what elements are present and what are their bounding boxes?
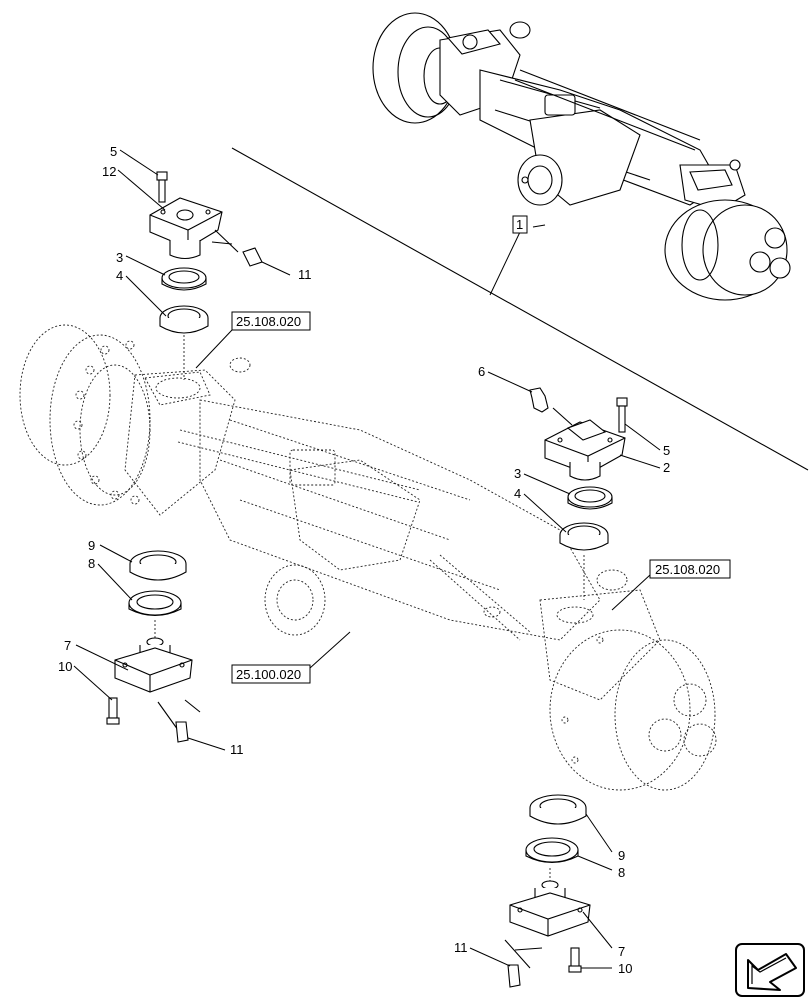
king-pin-cap-12: 12 — [102, 164, 223, 260]
callout-6: 6 — [478, 364, 485, 379]
king-pin-cap-2: 2 — [544, 419, 670, 481]
bolt-10-right: 10 — [568, 947, 632, 976]
break-mark — [552, 407, 573, 426]
callout-8-bottom-left: 8 — [88, 556, 95, 571]
callout-4-right: 4 — [514, 486, 521, 501]
axle-overview-illustration — [372, 12, 791, 301]
axle-main-ghost — [19, 324, 717, 791]
callout-10-right: 10 — [618, 961, 632, 976]
reference-box-bottom[interactable]: 25.100.020 — [231, 631, 351, 684]
seal-8-bottom-left: 8 — [88, 556, 182, 617]
callout-1: 1 — [516, 217, 523, 232]
reference-box-right[interactable]: 25.108.020 — [611, 559, 731, 611]
bearing-9-bottom-right: 9 — [529, 794, 625, 863]
break-mark — [157, 701, 179, 731]
arrow-navigation-icon[interactable] — [735, 943, 805, 997]
reference-box-top-left[interactable]: 25.108.020 — [195, 311, 311, 369]
elbow-fitting-6: 6 — [478, 364, 549, 413]
callout-3-right: 3 — [514, 466, 521, 481]
callout-11-bottom-right: 11 — [454, 940, 468, 955]
seal-3-right: 3 — [514, 466, 613, 510]
callout-5-top-left: 5 — [110, 144, 117, 159]
callout-1-box: 1 — [489, 215, 546, 296]
bolt-5-right: 5 — [616, 397, 670, 458]
callout-2: 2 — [663, 460, 670, 475]
lower-pivot-7-right: 7 — [509, 880, 625, 959]
break-mark — [214, 229, 239, 253]
hub-studs — [73, 340, 140, 505]
callout-9-bottom-left: 9 — [88, 538, 95, 553]
break-mark — [211, 241, 233, 245]
break-mark — [514, 947, 543, 951]
callout-8-bottom-right: 8 — [618, 865, 625, 880]
reference-label-right: 25.108.020 — [655, 562, 720, 577]
reference-label-top-left: 25.108.020 — [236, 314, 301, 329]
bearing-4-right: 4 — [514, 486, 609, 551]
break-mark — [184, 699, 201, 713]
grease-fitting-11-bottom-left: 11 — [175, 721, 244, 757]
lower-pivot-7-left: 7 — [64, 637, 193, 693]
break-mark — [504, 939, 531, 969]
grease-fitting-11-bottom-right: 11 — [454, 940, 521, 988]
callout-5-right: 5 — [663, 443, 670, 458]
seal-3-top-left: 3 — [116, 250, 207, 291]
callout-11-top: 11 — [298, 267, 312, 282]
callout-10-left: 10 — [58, 659, 72, 674]
bearing-4-top-left: 4 — [116, 268, 209, 334]
bolt-5-top-left: 5 — [110, 144, 168, 203]
callout-3-top-left: 3 — [116, 250, 123, 265]
callout-11-bottom-left: 11 — [230, 742, 244, 757]
reference-label-bottom: 25.100.020 — [236, 667, 301, 682]
callout-9-bottom-right: 9 — [618, 848, 625, 863]
bolt-10-left: 10 — [58, 659, 120, 725]
callout-12: 12 — [102, 164, 116, 179]
callout-4-top-left: 4 — [116, 268, 123, 283]
grease-fitting-11-top: 11 — [242, 247, 312, 282]
callout-7-right: 7 — [618, 944, 625, 959]
bearing-9-bottom-left: 9 — [88, 538, 187, 581]
seal-8-bottom-right: 8 — [525, 837, 625, 880]
separator-line — [231, 147, 809, 471]
callout-7-left: 7 — [64, 638, 71, 653]
